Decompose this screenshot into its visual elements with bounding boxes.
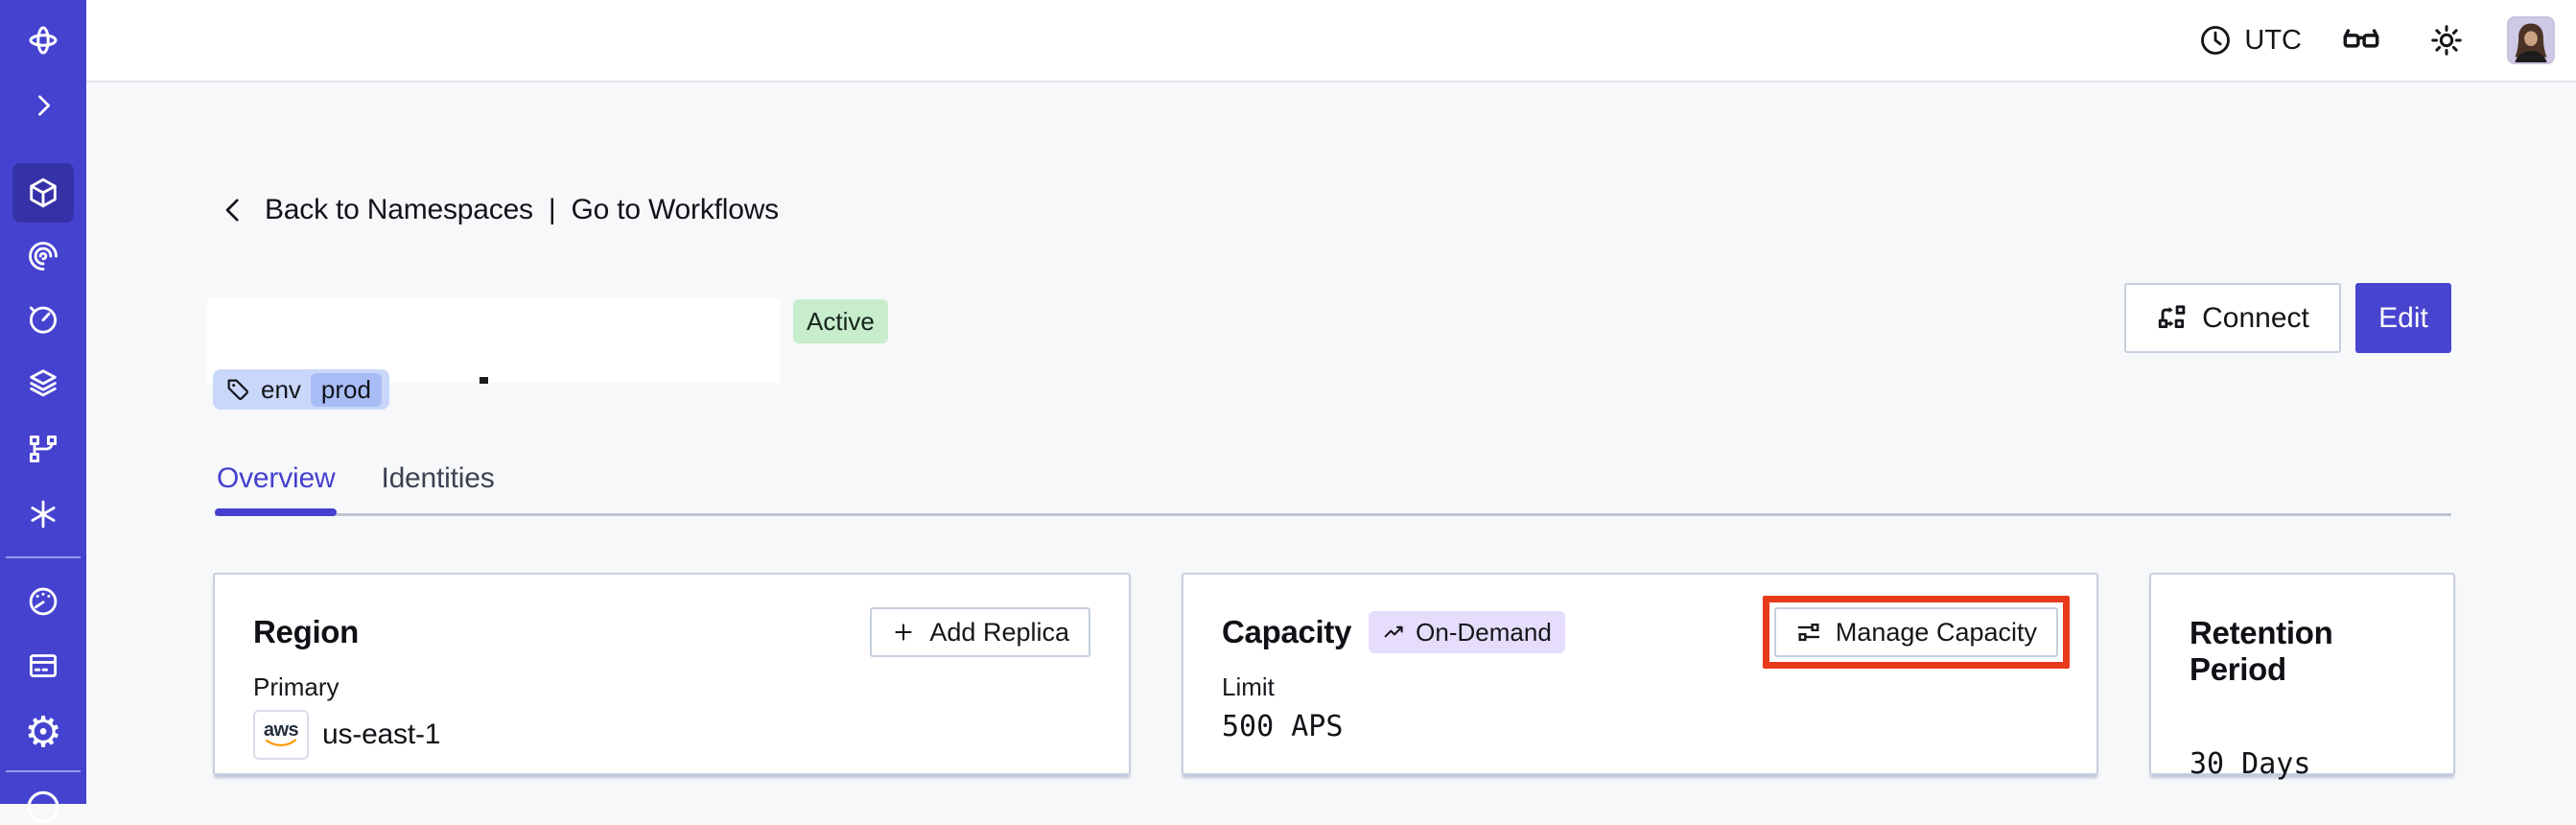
title-text-artifact [480, 377, 488, 384]
usage-gauge-icon [26, 584, 60, 619]
glasses-icon [2340, 19, 2382, 61]
sun-icon [2428, 22, 2465, 59]
breadcrumb-separator: | [548, 194, 556, 225]
limit-label: Limit [1222, 672, 1275, 701]
settings-gear-icon: ⚙ [24, 708, 62, 757]
branch-icon [26, 432, 60, 466]
tab-identities[interactable]: Identities [381, 462, 495, 494]
tag-value: prod [310, 372, 382, 407]
trending-up-icon [1382, 620, 1407, 645]
sidebar-item-billing[interactable] [0, 636, 86, 695]
theme-toggle-button[interactable] [2428, 22, 2465, 59]
retention-card: Retention Period 30 Days [2149, 573, 2455, 781]
nexus-asterisk-icon [26, 497, 60, 531]
sidebar-item-schedules[interactable] [0, 290, 86, 349]
retention-value: 30 Days [2190, 747, 2311, 781]
connect-flow-icon [2156, 302, 2189, 335]
sidebar-item-settings[interactable]: ⚙ [0, 703, 86, 763]
capacity-card: Capacity On-Demand Manage Capacity Limit… [1182, 573, 2098, 775]
namespace-title-redaction [207, 298, 780, 383]
tab-bar: Overview Identities [215, 462, 2451, 516]
sidebar: ⚙ [0, 0, 86, 823]
capacity-card-title: Capacity [1222, 614, 1352, 649]
layers-icon [26, 365, 60, 400]
workflows-spiral-icon [26, 239, 60, 273]
breadcrumb: Back to Namespaces | Go to Workflows [217, 194, 779, 226]
sidebar-item-deployments[interactable] [0, 353, 86, 412]
on-demand-badge: On-Demand [1369, 611, 1565, 653]
back-to-namespaces-link[interactable]: Back to Namespaces [217, 194, 533, 226]
region-card: Region Add Replica Primary aws us-east-1 [213, 573, 1131, 775]
aws-logo: aws [253, 710, 309, 760]
sidebar-item-batch-operations[interactable] [0, 419, 86, 479]
tag-key: env [261, 374, 301, 404]
user-avatar[interactable] [2507, 16, 2555, 64]
retention-card-title: Retention Period [2190, 615, 2333, 687]
sidebar-item-namespaces[interactable] [12, 163, 74, 223]
sidebar-item-usage[interactable] [0, 572, 86, 631]
schedules-clock-icon [26, 302, 60, 337]
sidebar-item-workflows[interactable] [0, 226, 86, 286]
edit-button[interactable]: Edit [2355, 283, 2451, 353]
sidebar-item-nexus[interactable] [0, 484, 86, 544]
sidebar-item-account[interactable] [0, 783, 86, 825]
status-badge: Active [793, 299, 888, 343]
primary-label: Primary [253, 672, 340, 701]
chevron-right-icon [27, 89, 59, 122]
namespace-tag-chip: env prod [213, 369, 389, 410]
timezone-selector[interactable]: UTC [2198, 23, 2302, 58]
region-card-title: Region [253, 614, 360, 649]
billing-card-icon [26, 648, 60, 683]
tab-overview[interactable]: Overview [215, 462, 338, 516]
top-bar: UTC [86, 0, 2576, 82]
cube-namespaces-icon [26, 176, 60, 210]
highlight-annotation-box: Manage Capacity [1762, 596, 2070, 669]
region-value: us-east-1 [322, 719, 441, 750]
go-to-workflows-link[interactable]: Go to Workflows [571, 194, 779, 225]
manage-capacity-button[interactable]: Manage Capacity [1773, 607, 2058, 657]
plus-icon [891, 620, 916, 645]
tag-icon [224, 376, 251, 403]
temporal-logo-icon [25, 22, 61, 59]
sliders-icon [1795, 619, 1822, 646]
timezone-label: UTC [2244, 24, 2302, 56]
labs-mode-button[interactable] [2340, 19, 2382, 61]
add-replica-button[interactable]: Add Replica [870, 607, 1090, 657]
sidebar-expand-button[interactable] [0, 76, 86, 135]
sidebar-divider [6, 770, 81, 772]
sidebar-item-home[interactable] [0, 11, 86, 70]
account-circle-icon [24, 785, 62, 823]
back-chevron-icon [217, 194, 249, 226]
connect-button[interactable]: Connect [2124, 283, 2341, 353]
capacity-value: 500 APS [1222, 710, 1344, 743]
sidebar-divider [6, 556, 81, 558]
clock-icon [2198, 23, 2233, 58]
